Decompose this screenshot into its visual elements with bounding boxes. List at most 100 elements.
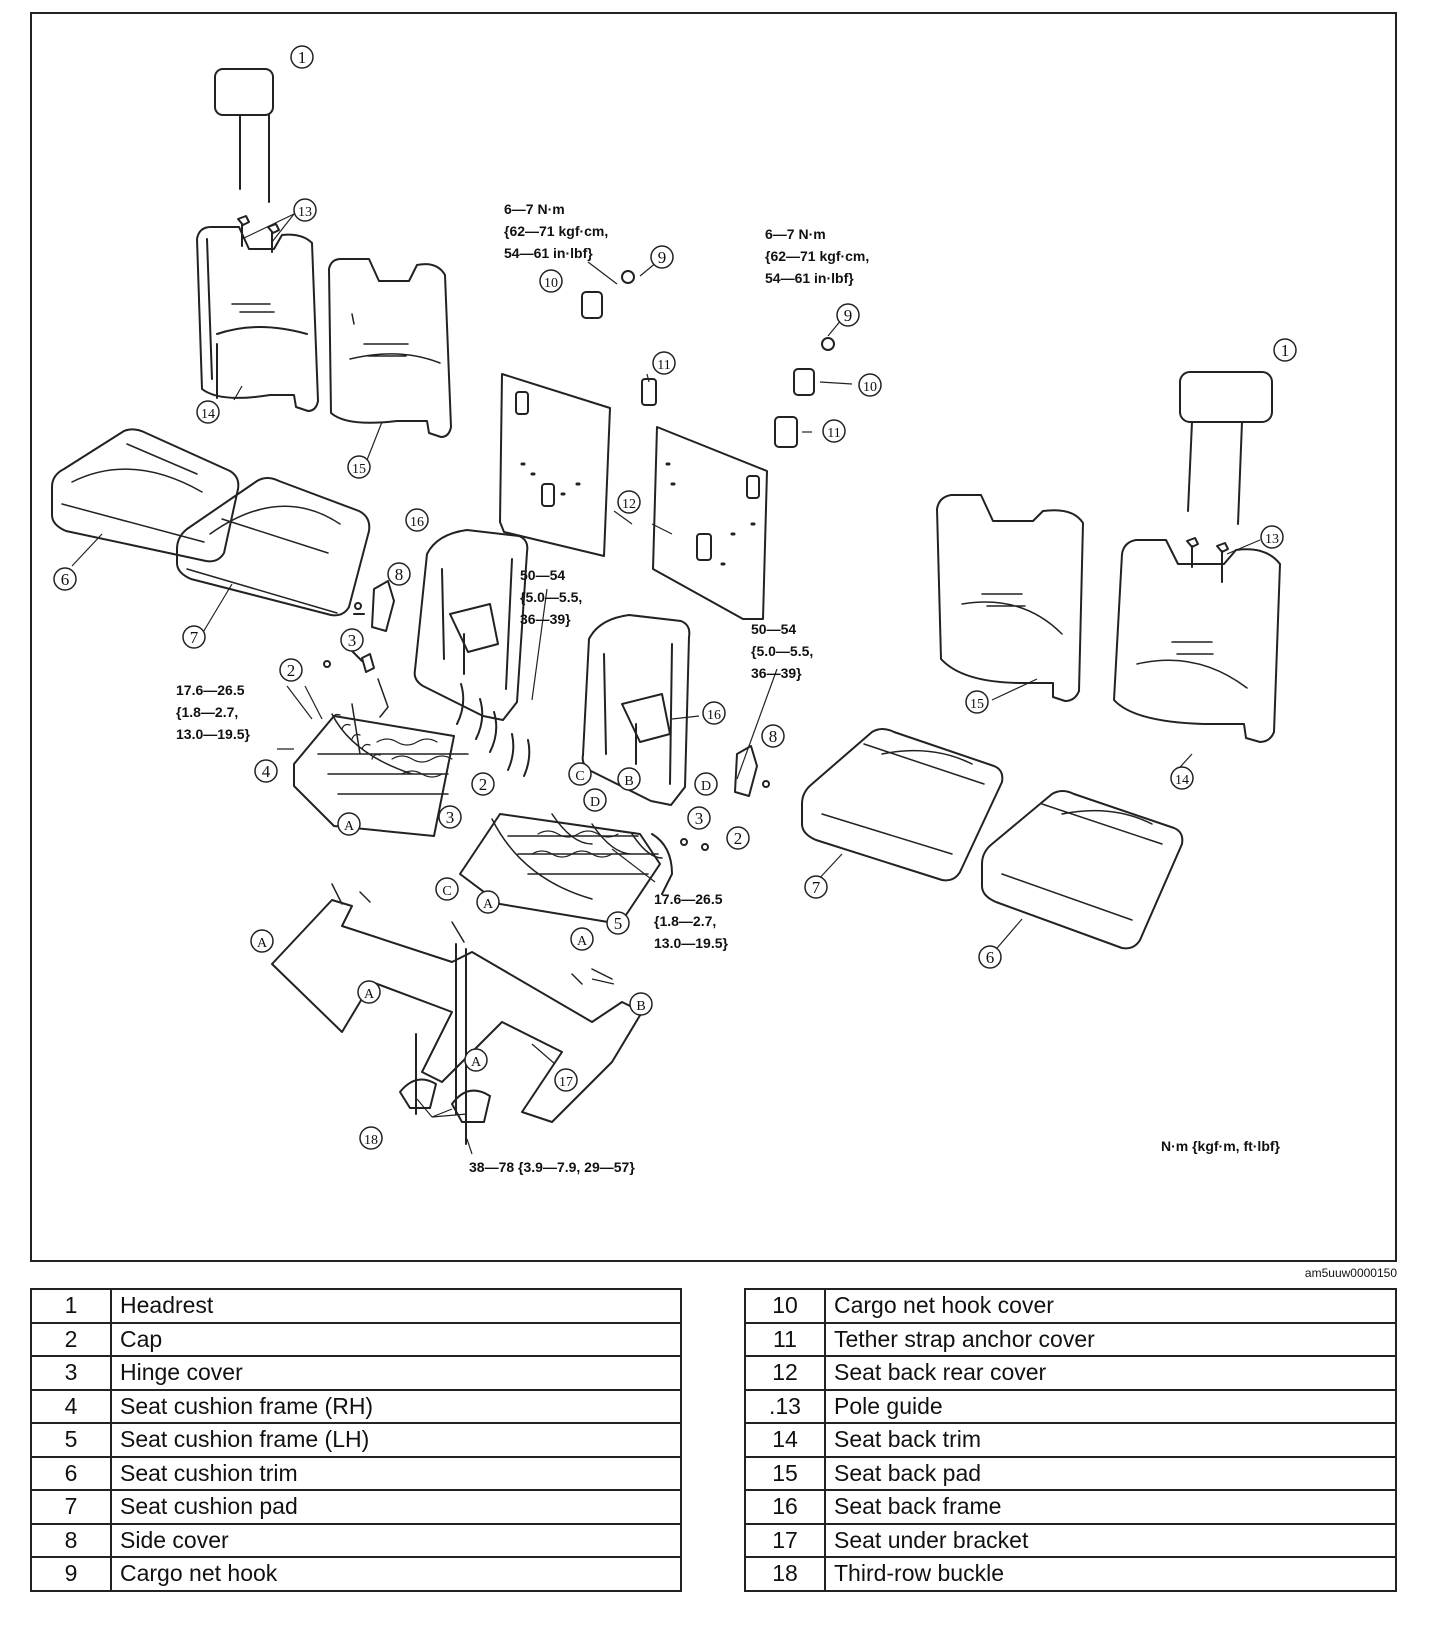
callout-4: 4: [254, 759, 278, 783]
callout-11-right: 11: [822, 419, 846, 443]
svg-text:A: A: [344, 819, 355, 834]
callout-8-right: 8: [761, 724, 785, 748]
svg-text:10: 10: [863, 380, 877, 395]
svg-text:1: 1: [298, 48, 307, 67]
svg-text:9: 9: [844, 306, 853, 325]
headrest-left: [214, 68, 274, 203]
callout-9-left: 9: [650, 245, 674, 269]
seat-back-pad-right: [936, 494, 1084, 702]
image-code: am5uuw0000150: [1304, 1266, 1397, 1280]
svg-text:D: D: [590, 795, 600, 810]
torque-spec-5: 17.6—26.5 {1.8—2.7, 13.0—19.5}: [654, 891, 728, 951]
svg-text:C: C: [442, 884, 451, 899]
svg-text:D: D: [701, 779, 711, 794]
svg-text:15: 15: [970, 697, 984, 712]
svg-text:6: 6: [61, 570, 70, 589]
svg-text:13: 13: [298, 205, 312, 220]
svg-text:10: 10: [544, 276, 558, 291]
callout-17: 17: [554, 1068, 578, 1092]
callout-1-right: 1: [1273, 338, 1297, 362]
callout-9-right: 9: [836, 303, 860, 327]
seat-cushion-frame-rh: [293, 715, 455, 837]
callout-14-left: 14: [196, 400, 220, 424]
seat-back-frame-left: [413, 529, 529, 721]
svg-text:9: 9: [658, 248, 667, 267]
diagram-drawing: 1 13 14 15 6 7 10 9 11 12 9 10 11 1 13 1…: [51, 45, 1297, 1155]
callout-13-left: 13: [293, 198, 317, 222]
callout-13-right: 13: [1260, 525, 1284, 549]
seat-back-trim-right: [1113, 539, 1281, 743]
torque-spec-16-left: 50—54 {5.0—5.5, 36—39}: [520, 567, 583, 627]
callout-14-right: 14: [1170, 766, 1194, 790]
callout-2-left: 2: [279, 658, 303, 682]
callout-15-right: 15: [965, 690, 989, 714]
svg-text:5: 5: [614, 914, 623, 933]
svg-text:2: 2: [734, 829, 743, 848]
pole-guides-right: [1186, 537, 1229, 583]
callout-3-left: 3: [340, 628, 364, 652]
third-row-buckle-left: [399, 1078, 437, 1109]
svg-text:14: 14: [1175, 773, 1189, 788]
seat-back-pad-left: [328, 258, 452, 438]
callout-2-right: 2: [726, 826, 750, 850]
svg-text:18: 18: [364, 1133, 378, 1148]
callout-6-left: 6: [53, 567, 77, 591]
svg-text:3: 3: [348, 631, 357, 650]
callout-A4: A: [250, 929, 274, 953]
torque-spec-9-left: 6—7 N·m {62—71 kgf·cm, 54—61 in·lbf}: [504, 201, 609, 261]
svg-text:16: 16: [410, 515, 424, 530]
svg-text:16: 16: [707, 708, 721, 723]
seat-back-rear-cover-right: [652, 426, 768, 620]
cargo-hook-cover-right: [793, 368, 815, 396]
third-row-buckle-right: [451, 1089, 491, 1123]
svg-text:2: 2: [287, 661, 296, 680]
torque-spec-18: 38—78 {3.9—7.9, 29—57}: [469, 1159, 635, 1175]
svg-text:3: 3: [446, 808, 455, 827]
units-note: N·m {kgf·m, ft·lbf}: [1161, 1138, 1280, 1154]
svg-text:8: 8: [395, 565, 404, 584]
callout-10-right: 10: [858, 373, 882, 397]
side-cover-left: [371, 580, 395, 632]
svg-text:7: 7: [190, 628, 199, 647]
callout-B1: B: [617, 767, 641, 791]
svg-text:14: 14: [201, 407, 215, 422]
svg-text:A: A: [364, 987, 375, 1002]
cargo-hook-left: [621, 270, 635, 284]
svg-text:A: A: [257, 936, 268, 951]
svg-text:13: 13: [1265, 532, 1279, 547]
svg-text:A: A: [577, 934, 588, 949]
torque-spec-9-right: 6—7 N·m {62—71 kgf·cm, 54—61 in·lbf}: [765, 226, 870, 286]
torque-spec-4: 17.6—26.5 {1.8—2.7, 13.0—19.5}: [176, 682, 250, 742]
callout-D1: D: [694, 772, 718, 796]
svg-text:15: 15: [352, 462, 366, 477]
svg-text:1: 1: [1281, 341, 1290, 360]
callout-2-mid: 2: [471, 772, 495, 796]
svg-text:17: 17: [559, 1075, 573, 1090]
callout-12: 12: [617, 490, 641, 514]
svg-text:11: 11: [827, 426, 840, 441]
callout-A5: A: [357, 980, 381, 1004]
svg-text:2: 2: [479, 775, 488, 794]
cargo-hook-cover-left: [581, 291, 603, 319]
callout-18: 18: [359, 1126, 383, 1150]
callout-C2: C: [435, 877, 459, 901]
callout-7-right: 7: [804, 875, 828, 899]
seat-cushion-trim-right: [981, 790, 1184, 950]
svg-text:B: B: [624, 774, 633, 789]
seat-cushion-pad-right: [801, 728, 1004, 882]
svg-text:12: 12: [622, 497, 636, 512]
svg-text:C: C: [575, 769, 584, 784]
callout-A3: A: [570, 927, 594, 951]
